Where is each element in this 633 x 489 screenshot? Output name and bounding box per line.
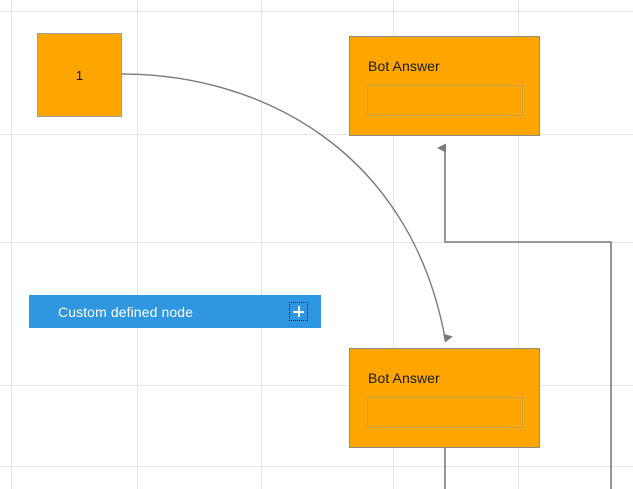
node-bot-answer-bottom[interactable]: Bot Answer — [349, 348, 540, 448]
node-answer-field[interactable] — [367, 85, 523, 116]
node-answer-field[interactable] — [367, 397, 523, 428]
node-square-label: 1 — [75, 67, 84, 83]
node-bot-answer-top[interactable]: Bot Answer — [349, 36, 540, 136]
node-custom-label: Custom defined node — [58, 303, 193, 320]
node-custom-defined[interactable]: Custom defined node — [29, 295, 321, 328]
node-title: Bot Answer — [368, 370, 440, 386]
connector-ortho-feedback-to-bot-top[interactable] — [437, 143, 612, 489]
plus-icon[interactable] — [289, 302, 308, 321]
node-square-1[interactable]: 1 — [37, 33, 122, 117]
node-title: Bot Answer — [368, 58, 440, 74]
connector-curve-node1-to-bot-bottom[interactable] — [121, 73, 453, 343]
